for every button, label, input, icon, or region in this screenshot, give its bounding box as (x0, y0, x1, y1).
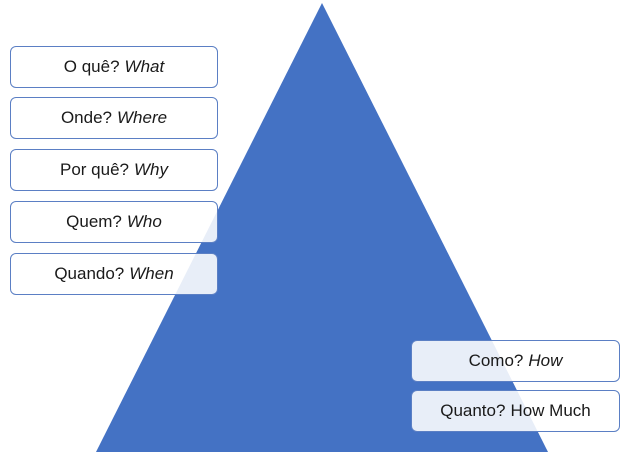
label-how-much-pt: Quanto? (440, 401, 506, 420)
label-where-en: Where (116, 108, 168, 127)
label-who-pt: Quem? (66, 212, 122, 231)
label-why: Por quê? Why (10, 149, 218, 191)
label-who: Quem? Who (10, 201, 218, 243)
label-when-en: When (129, 264, 174, 283)
pyramid-triangle (96, 3, 548, 452)
label-when-pt: Quando? (54, 264, 125, 283)
label-why-en: Why (134, 160, 168, 179)
label-what-pt: O quê? (63, 57, 120, 76)
label-where-pt: Onde? (60, 108, 112, 127)
label-how: Como? How (411, 340, 620, 382)
label-what: O quê? What (10, 46, 218, 88)
label-when: Quando? When (10, 253, 218, 295)
label-why-pt: Por quê? (60, 160, 129, 179)
label-what-en: What (124, 57, 165, 76)
label-where: Onde? Where (10, 97, 218, 139)
label-how-much: Quanto? How Much (411, 390, 620, 432)
label-how-much-en: How Much (510, 401, 591, 420)
label-how-pt: Como? (468, 351, 524, 370)
label-who-en: Who (126, 212, 162, 231)
label-how-en: How (528, 351, 563, 370)
